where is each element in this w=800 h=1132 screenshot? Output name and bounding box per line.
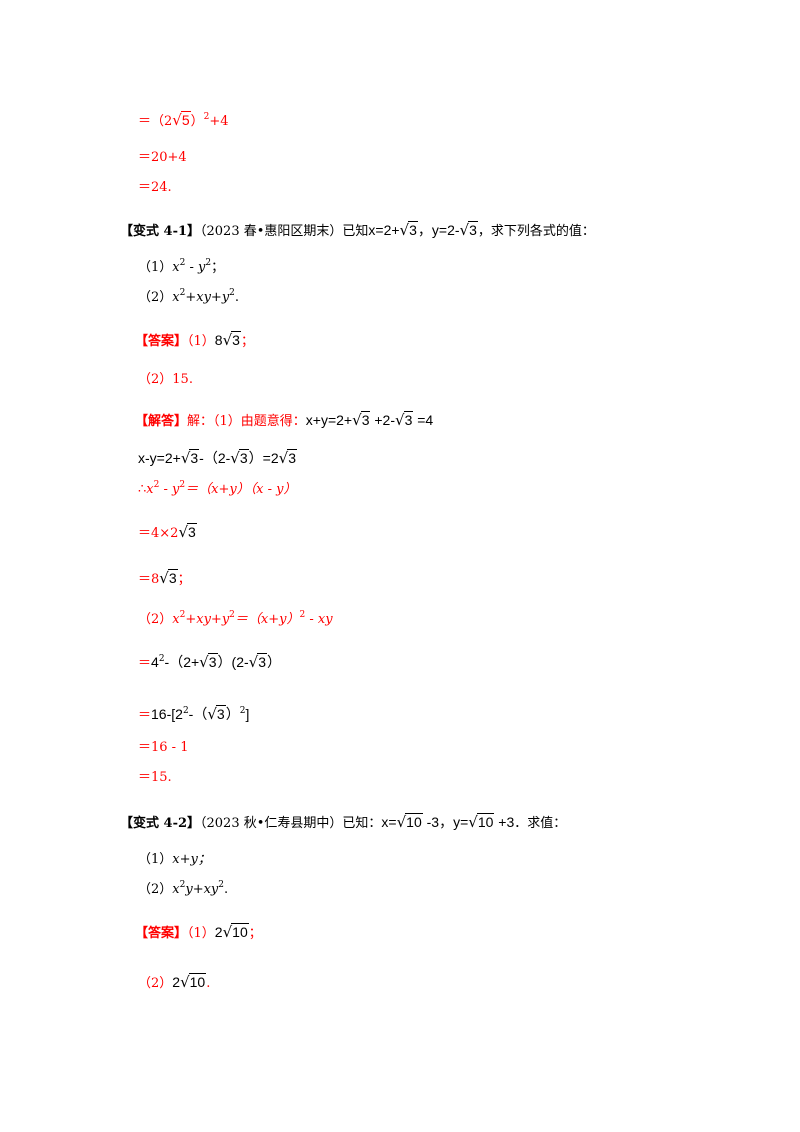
sqrt-expression: √3	[178, 523, 197, 541]
radical-sign-icon: √	[178, 523, 188, 541]
radical-sign-icon: √	[248, 653, 259, 671]
sqrt-expression: √3	[199, 653, 218, 671]
solution-line: ＝4×2√3	[138, 522, 197, 544]
question-item: （1）x+y；	[138, 852, 211, 867]
question-item: （2）x2+xy+y2.	[138, 288, 240, 306]
solution-line: 【解答】解：（1）由题意得：x+y=2+√3 +2-√3 =4	[135, 410, 433, 432]
solution-line: x-y=2+√3-（2-√3）=2√3	[138, 449, 297, 467]
radical-sign-icon: √	[180, 973, 190, 991]
radical-sign-icon: √	[399, 221, 410, 239]
solution-line: ＝16 - 1	[138, 740, 189, 755]
radical-sign-icon: √	[468, 813, 478, 831]
sqrt-expression: √3	[399, 221, 418, 239]
radical-sign-icon: √	[395, 411, 405, 429]
solution-line: ∴x2 - y2＝（x+y）（x - y）	[138, 480, 297, 498]
solution-line: ＝15.	[138, 770, 172, 785]
radical-sign-icon: √	[222, 331, 233, 349]
solution-line: ＝42-（2+√3）(2-√3）	[138, 652, 281, 674]
answer-line: （2）15.	[138, 372, 193, 387]
sqrt-expression: √10	[180, 973, 207, 991]
radical-sign-icon: √	[278, 449, 289, 467]
answer-line: 【答案】（1）2√10；	[135, 922, 262, 944]
radical-sign-icon: √	[207, 705, 217, 723]
sqrt-expression: √3	[248, 653, 268, 671]
sqrt-expression: √3	[159, 569, 178, 587]
radical-sign-icon: √	[396, 813, 407, 831]
problem-header: 【变式 4-1】（2023 春•惠阳区期末）已知x=2+√3，y=2-√3，求下…	[120, 220, 595, 242]
sqrt-expression: √3	[230, 449, 249, 467]
problem-header: 【变式 4-2】（2023 秋•仁寿县期中）已知：x=√10 -3，y=√10 …	[120, 812, 566, 834]
radical-sign-icon: √	[180, 449, 191, 467]
answer-line: （2）2√10.	[138, 972, 210, 994]
solution-line: （2）x2+xy+y2＝（x+y）2 - xy	[138, 610, 333, 628]
sqrt-expression: √3	[278, 449, 297, 467]
solution-line: ＝16-[22-（√3）2]	[138, 704, 249, 726]
solution-line: ＝8√3；	[138, 568, 191, 590]
sqrt-expression: √10	[468, 813, 495, 831]
sqrt-expression: √10	[222, 923, 249, 941]
answer-line: 【答案】（1）8√3；	[135, 330, 254, 352]
radical-sign-icon: √	[172, 111, 182, 129]
solution-line: ＝（2√5）2+4	[138, 110, 229, 132]
radical-sign-icon: √	[230, 449, 240, 467]
sqrt-expression: √10	[396, 813, 423, 831]
sqrt-expression: √3	[352, 411, 371, 429]
question-item: （1）x2 - y2；	[138, 258, 225, 276]
radical-sign-icon: √	[459, 221, 470, 239]
sqrt-expression: √3	[180, 449, 200, 467]
sqrt-expression: √3	[395, 411, 414, 429]
solution-line: ＝20+4	[138, 150, 187, 165]
sqrt-expression: √3	[207, 705, 226, 723]
sqrt-expression: √3	[459, 221, 478, 239]
question-item: （2）x2y+xy2.	[138, 880, 229, 898]
radical-sign-icon: √	[352, 411, 362, 429]
solution-line: ＝24.	[138, 180, 172, 195]
radical-sign-icon: √	[159, 569, 169, 587]
radical-sign-icon: √	[222, 923, 233, 941]
radical-sign-icon: √	[199, 653, 209, 671]
sqrt-expression: √5	[172, 111, 191, 129]
sqrt-expression: √3	[222, 331, 241, 349]
